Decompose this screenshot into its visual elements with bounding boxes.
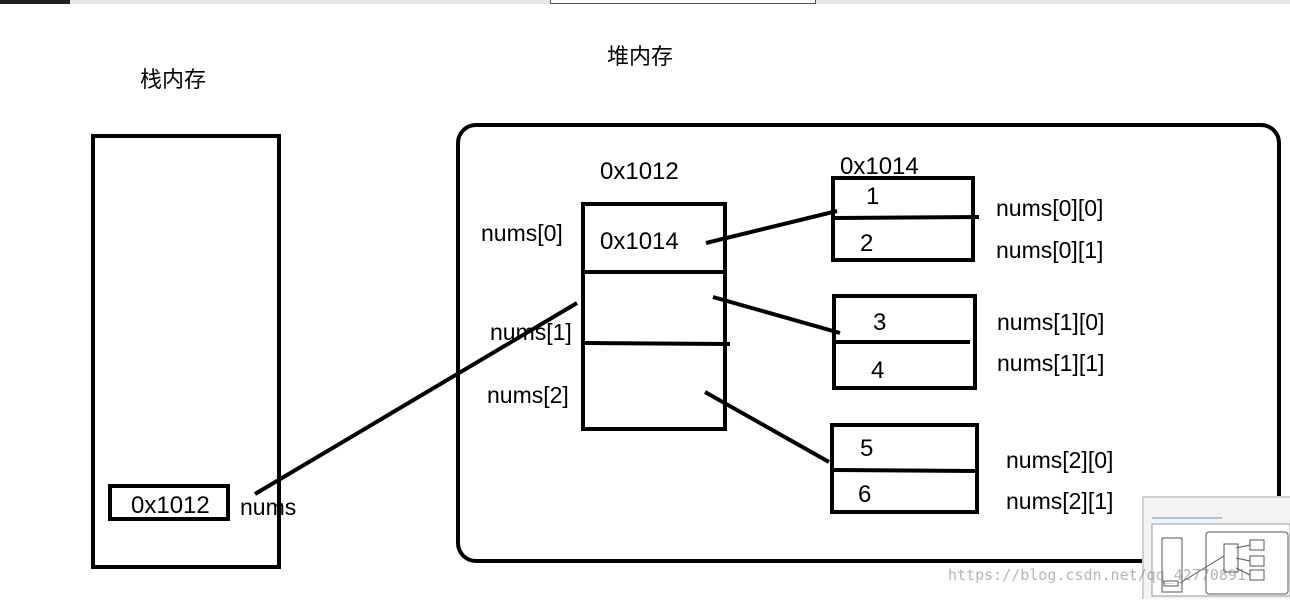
inner-array-1-label-1: nums[1][1] bbox=[997, 350, 1104, 376]
stack-box bbox=[91, 134, 281, 569]
ref-line-outer1-to-inner1 bbox=[712, 295, 841, 335]
watermark: https://blog.csdn.net/qq_42770891 bbox=[948, 566, 1247, 584]
thumbnail-preview bbox=[1142, 496, 1290, 599]
top-strip-frame bbox=[550, 0, 816, 4]
stack-var-label: nums bbox=[240, 494, 296, 520]
outer-row-label-0: nums[0] bbox=[481, 220, 563, 246]
ref-line-outer0-to-inner0 bbox=[705, 209, 838, 245]
inner-array-0-value-1: 2 bbox=[860, 230, 873, 257]
outer-array-address: 0x1012 bbox=[600, 158, 679, 185]
inner-array-1-label-0: nums[1][0] bbox=[997, 309, 1104, 335]
inner-array-2-divider bbox=[833, 468, 976, 473]
ref-line-outer2-to-inner2 bbox=[704, 390, 830, 464]
top-strip-dark-block bbox=[0, 0, 70, 4]
outer-array-cell-0-value: 0x1014 bbox=[600, 228, 679, 255]
inner-array-2-box bbox=[830, 423, 979, 514]
inner-array-0-value-0: 1 bbox=[866, 183, 879, 210]
outer-array-box bbox=[581, 202, 727, 431]
outer-array-divider-2 bbox=[584, 341, 731, 346]
inner-array-0-label-0: nums[0][0] bbox=[996, 195, 1103, 221]
inner-array-1-box bbox=[832, 294, 977, 390]
inner-array-0-label-1: nums[0][1] bbox=[996, 237, 1103, 263]
inner-array-1-value-0: 3 bbox=[873, 309, 886, 336]
inner-array-0-divider bbox=[834, 215, 980, 220]
stack-cell bbox=[108, 484, 230, 521]
inner-array-2-label-1: nums[2][1] bbox=[1006, 488, 1113, 514]
inner-array-2-value-0: 5 bbox=[860, 435, 873, 462]
top-strip bbox=[0, 0, 1290, 4]
stack-cell-value: 0x1012 bbox=[131, 492, 210, 519]
inner-array-0-address: 0x1014 bbox=[840, 153, 919, 180]
heap-box bbox=[456, 123, 1281, 563]
inner-array-1-value-1: 4 bbox=[871, 357, 884, 384]
inner-array-2-label-0: nums[2][0] bbox=[1006, 447, 1113, 473]
outer-row-label-2: nums[2] bbox=[487, 382, 569, 408]
heap-title: 堆内存 bbox=[607, 45, 673, 70]
ref-line-stack-to-outer bbox=[253, 301, 579, 496]
stack-title: 栈内存 bbox=[140, 68, 206, 93]
thumbnail-diagram bbox=[1151, 517, 1290, 597]
inner-array-2-value-1: 6 bbox=[858, 481, 871, 508]
